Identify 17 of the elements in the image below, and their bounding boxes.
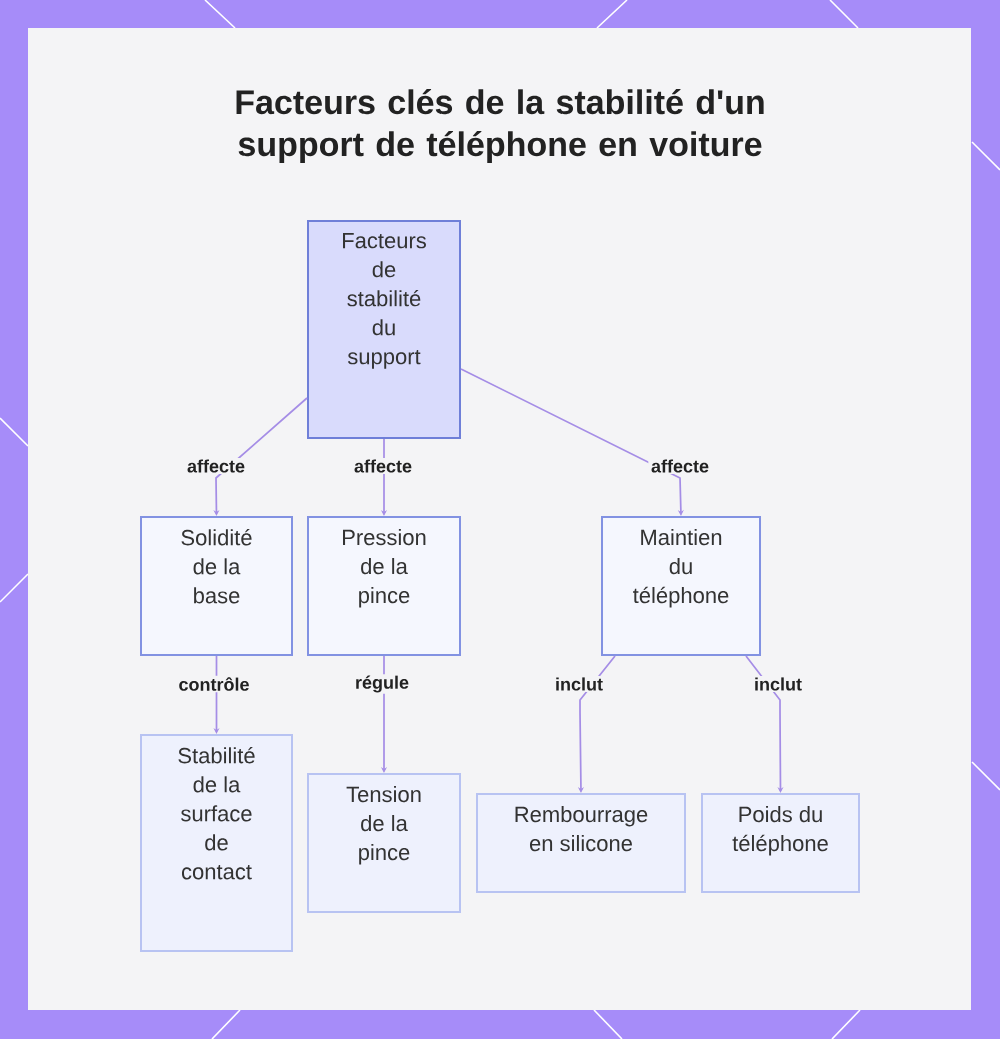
edge-label: inclut — [751, 676, 805, 692]
edge-label: régule — [352, 674, 412, 694]
arrow — [460, 368, 684, 516]
arrow — [745, 655, 784, 793]
concept-box: Solidité de la base — [140, 516, 293, 656]
edge-label: affecte — [648, 458, 712, 474]
concept-box: Tension de la pince — [307, 773, 461, 913]
concept-box: Pression de la pince — [307, 516, 461, 656]
edge-label: inclut — [552, 676, 606, 692]
concept-box: Stabilité de la surface de contact — [140, 734, 293, 952]
edge-label: affecte — [351, 458, 415, 474]
concept-box: Maintien du téléphone — [601, 516, 761, 656]
title: Facteurs clés de la stabilité d'un support de téléphone en voiture — [236, 89, 764, 163]
concept-box: Facteurs de stabilité du support — [307, 220, 461, 439]
concept-box: Rembourrage en silicone — [476, 793, 686, 893]
edge-label: affecte — [184, 458, 248, 474]
concept-box: Poids du téléphone — [701, 793, 860, 893]
